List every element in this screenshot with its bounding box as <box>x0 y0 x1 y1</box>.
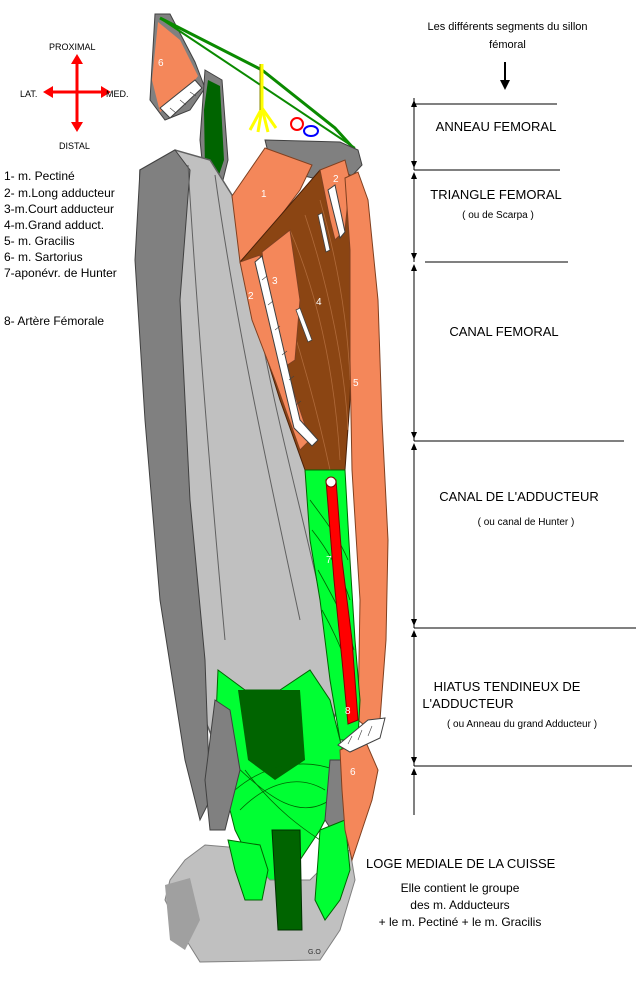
femoral-condyle <box>204 699 241 831</box>
medial-label: MED. <box>106 89 129 99</box>
muscle-number: 2 <box>248 291 254 302</box>
femoral-artery <box>325 479 359 725</box>
loge-title: LOGE MEDIALE DE LA CUISSE <box>366 856 556 871</box>
femoral-artery-section <box>290 117 304 131</box>
legend-item: 2- m.Long adducteur <box>4 186 115 200</box>
lateral-label: LAT. <box>20 89 38 99</box>
loge-line2: des m. Adducteurs <box>410 898 510 912</box>
muscle-number: 3 <box>272 276 278 287</box>
loge-line3: + le m. Pectiné + le m. Gracilis <box>378 915 542 929</box>
segment-title: TRIANGLE FEMORAL <box>430 187 562 202</box>
segment-subtitle: ( ou Anneau du grand Adducteur ) <box>446 719 598 730</box>
author-signature: G.O <box>308 949 321 956</box>
segment-title: ANNEAU FEMORAL <box>435 119 557 134</box>
legend-item: 3-m.Court adducteur <box>4 202 115 216</box>
loge-line1: Elle contient le groupe <box>400 881 520 895</box>
muscle-number: 2 <box>333 174 339 185</box>
muscle-number: 6 <box>158 58 164 69</box>
segment-subtitle: ( ou de Scarpa ) <box>462 210 534 221</box>
legend-item: 5- m. Gracilis <box>4 234 75 248</box>
sartorius-lower <box>339 739 379 862</box>
muscle-number: 5 <box>353 378 359 389</box>
muscle-number: 7 <box>326 555 332 566</box>
muscle-number: 8 <box>345 706 351 717</box>
down-arrow-icon <box>500 62 510 90</box>
legend-item: 8- Artère Fémorale <box>4 314 105 328</box>
segment-title: HIATUS TENDINEUX DE <box>433 679 581 694</box>
inguinal-ligament <box>159 16 357 152</box>
header-line1: Les différents segments du sillon <box>427 21 588 33</box>
legend-item: 7-aponévr. de Hunter <box>4 266 117 280</box>
legend-item: 1- m. Pectiné <box>4 169 75 183</box>
orientation-cross <box>43 54 111 132</box>
segment-title: CANAL DE L'ADDUCTEUR <box>439 489 599 504</box>
distal-label: DISTAL <box>59 141 90 151</box>
proximal-label: PROXIMAL <box>49 42 96 52</box>
legend-item: 6- m. Sartorius <box>4 250 83 264</box>
segment-arrowheads <box>411 100 417 775</box>
header-line2: fémoral <box>489 39 526 51</box>
legend-item: 4-m.Grand adduct. <box>4 218 105 232</box>
muscle-number: 1 <box>261 189 267 200</box>
muscle-number: 6 <box>350 767 356 778</box>
muscle-number: 4 <box>316 297 322 308</box>
segment-title: CANAL FEMORAL <box>449 324 559 339</box>
femoral-nerve <box>248 64 278 133</box>
femoral-vein-section <box>303 125 319 137</box>
segment-subtitle: ( ou canal de Hunter ) <box>477 517 575 528</box>
segment-title: L'ADDUCTEUR <box>422 696 514 711</box>
segment-brackets <box>413 98 636 815</box>
